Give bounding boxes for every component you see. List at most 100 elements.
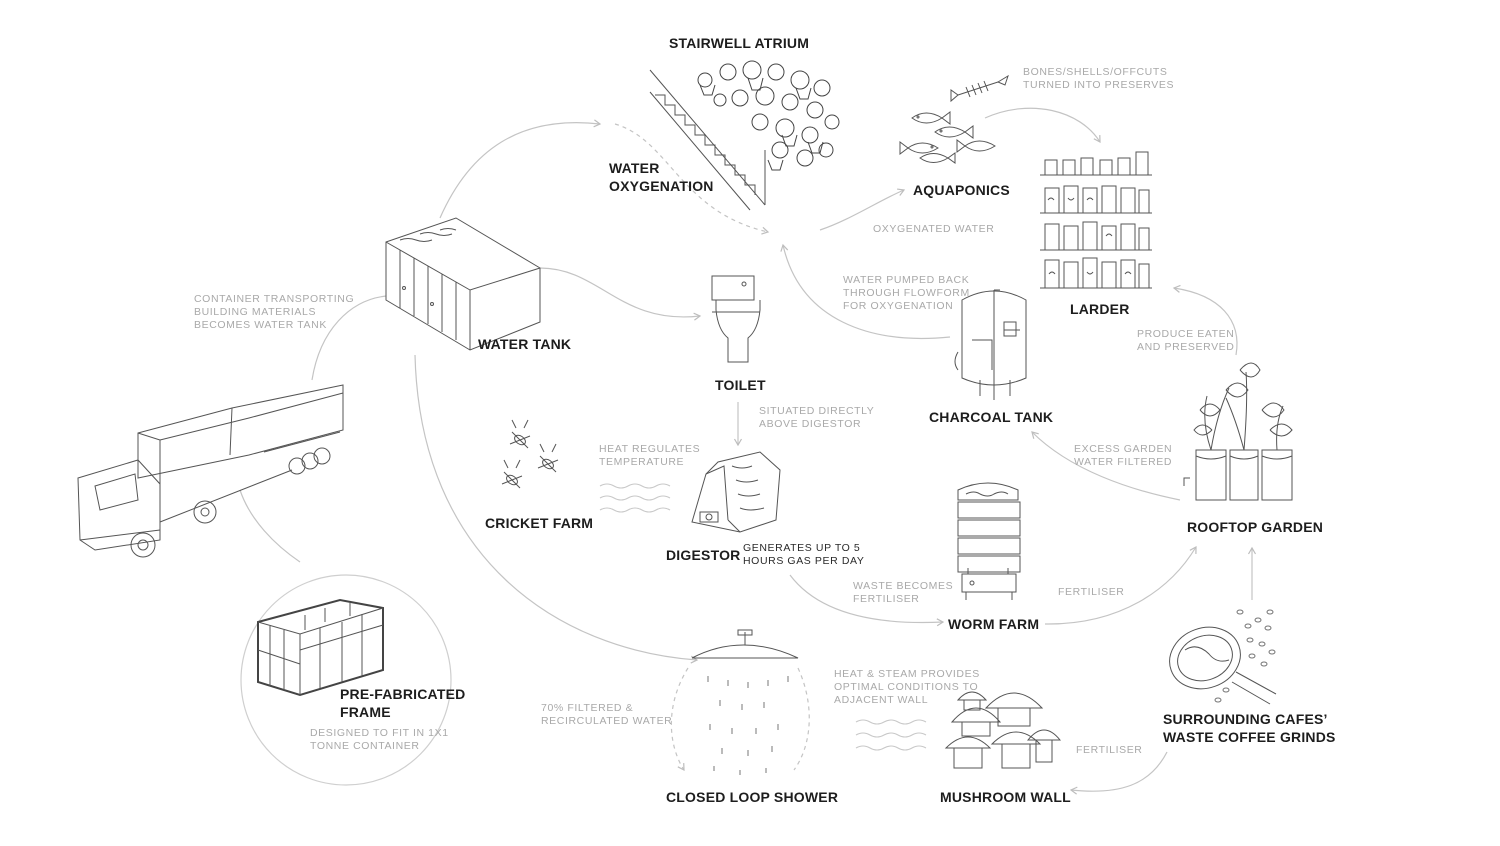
prefab-frame-illustration [240, 574, 452, 786]
note-situated-line1: SITUATED DIRECTLY [759, 405, 875, 417]
note-container-transport: CONTAINER TRANSPORTING BUILDING MATERIAL… [194, 293, 354, 332]
arrow-truck-to-tank [311, 295, 387, 381]
label-closed-loop-shower: CLOSED LOOP SHOWER [666, 789, 839, 805]
flow-arrows [239, 107, 1257, 795]
note-excess-garden-line1: EXCESS GARDEN [1074, 443, 1173, 455]
note-excess-garden-line2: WATER FILTERED [1074, 456, 1173, 468]
label-water-oxygenation-line2: OXYGENATION [609, 178, 714, 194]
arrow-tank-to-atrium [439, 119, 602, 219]
worm-farm-illustration [957, 482, 1021, 600]
label-digestor: DIGESTOR [666, 547, 741, 563]
rooftop-garden-illustration [1183, 362, 1293, 501]
note-heat-regulates-line1: HEAT REGULATES [599, 443, 701, 455]
note-bones: BONES/SHELLS/OFFCUTS TURNED INTO PRESERV… [1023, 66, 1174, 92]
note-fertiliser-worm: FERTILISER [1058, 586, 1125, 599]
digestor-illustration [691, 451, 781, 533]
note-water-pumped-line3: FOR OXYGENATION [843, 300, 954, 312]
label-water-oxygenation-line1: WATER [609, 160, 660, 176]
note-recirculated: 70% FILTERED & RECIRCULATED WATER [541, 702, 672, 728]
label-stairwell-atrium: STAIRWELL ATRIUM [669, 35, 810, 51]
note-oxygenated-water: OXYGENATED WATER [873, 223, 994, 236]
note-generates-line2: HOURS GAS PER DAY [743, 555, 865, 567]
fish-illustration [899, 111, 996, 164]
note-situated-line2: ABOVE DIGESTOR [759, 418, 862, 430]
note-oxygenated-water-line1: OXYGENATED WATER [873, 223, 995, 235]
fish-bone-icon [950, 74, 1009, 103]
arrow-garden-to-larder [1172, 284, 1238, 356]
water-tank-illustration [385, 217, 541, 351]
note-container-transport-line3: BECOMES WATER TANK [194, 319, 327, 331]
label-larder: LARDER [1070, 301, 1130, 317]
label-prefab-frame: PRE-FABRICATED FRAME [340, 685, 465, 721]
heat-waves-shower [855, 719, 927, 751]
note-produce-line2: AND PRESERVED [1137, 341, 1235, 353]
mushroom-wall-illustration [944, 691, 1062, 769]
note-heat-regulates: HEAT REGULATES TEMPERATURE [599, 443, 700, 469]
arrow-garden-to-charcoal [1031, 431, 1181, 501]
label-coffee-grinds: SURROUNDING CAFES’ WASTE COFFEE GRINDS [1163, 710, 1336, 746]
note-fertiliser-coffee-line1: FERTILISER [1076, 744, 1143, 756]
cricket-illustration [501, 419, 559, 489]
stairwell-illustration [649, 60, 840, 211]
note-water-pumped: WATER PUMPED BACK THROUGH FLOWFORM FOR O… [843, 274, 970, 313]
note-produce: PRODUCE EATEN AND PRESERVED [1137, 328, 1234, 354]
toilet-illustration [711, 275, 761, 363]
note-container-transport-line1: CONTAINER TRANSPORTING [194, 293, 355, 305]
label-charcoal-tank: CHARCOAL TANK [929, 409, 1054, 425]
note-fertiliser-worm-line1: FERTILISER [1058, 586, 1125, 598]
arrow-tank-to-toilet [539, 267, 702, 321]
arrow-tank-to-shower [414, 354, 699, 664]
note-container-transport-line2: BUILDING MATERIALS [194, 306, 317, 318]
charcoal-tank-illustration [954, 289, 1027, 400]
note-heat-regulates-line2: TEMPERATURE [599, 456, 685, 468]
note-heat-steam-line1: HEAT & STEAM PROVIDES [834, 668, 980, 680]
note-water-pumped-line2: THROUGH FLOWFORM [843, 287, 970, 299]
label-coffee-grinds-line1: SURROUNDING CAFES’ [1163, 711, 1328, 727]
truck-illustration [77, 384, 344, 558]
label-prefab-frame-line1: PRE-FABRICATED [340, 686, 466, 702]
coffee-grinds-illustration [1169, 609, 1277, 705]
label-worm-farm: WORM FARM [948, 616, 1040, 632]
note-waste-fertiliser: WASTE BECOMES FERTILISER [853, 580, 953, 606]
shower-dash-right [793, 667, 810, 771]
note-designed-fit: DESIGNED TO FIT IN 1X1 TONNE CONTAINER [310, 727, 449, 753]
label-coffee-grinds-line2: WASTE COFFEE GRINDS [1163, 729, 1336, 745]
arrow-aquaponics-to-larder [984, 107, 1101, 144]
larder-illustration [1040, 151, 1152, 289]
note-designed-fit-line1: DESIGNED TO FIT IN 1X1 [310, 727, 449, 739]
label-rooftop-garden: ROOFTOP GARDEN [1187, 519, 1324, 535]
shower-illustration [691, 629, 799, 775]
arrow-coffee-to-mushroom [1069, 751, 1168, 795]
note-heat-steam-line3: ADJACENT WALL [834, 694, 929, 706]
note-bones-line1: BONES/SHELLS/OFFCUTS [1023, 66, 1168, 78]
note-waste-fertiliser-line1: WASTE BECOMES [853, 580, 954, 592]
label-mushroom-wall: MUSHROOM WALL [940, 789, 1071, 805]
label-water-oxygenation: WATER OXYGENATION [609, 159, 714, 195]
note-recirculated-line1: 70% FILTERED & [541, 702, 634, 714]
label-prefab-frame-line2: FRAME [340, 704, 391, 720]
note-fertiliser-coffee: FERTILISER [1076, 744, 1143, 757]
note-heat-steam-line2: OPTIMAL CONDITIONS TO [834, 681, 979, 693]
arrow-truck-to-frame [239, 489, 301, 563]
note-heat-steam: HEAT & STEAM PROVIDES OPTIMAL CONDITIONS… [834, 668, 980, 707]
note-designed-fit-line2: TONNE CONTAINER [310, 740, 420, 752]
label-cricket-farm: CRICKET FARM [485, 515, 594, 531]
note-water-pumped-line1: WATER PUMPED BACK [843, 274, 970, 286]
arrow-worm-to-garden [1044, 545, 1197, 625]
note-situated: SITUATED DIRECTLY ABOVE DIGESTOR [759, 405, 874, 431]
label-water-tank: WATER TANK [478, 336, 572, 352]
label-aquaponics: AQUAPONICS [913, 182, 1010, 198]
label-toilet: TOILET [715, 377, 766, 393]
note-waste-fertiliser-line2: FERTILISER [853, 593, 920, 605]
note-generates-line1: GENERATES UP TO 5 [743, 542, 861, 554]
arrow-charcoal-to-atrium [780, 243, 951, 340]
note-recirculated-line2: RECIRCULATED WATER [541, 715, 673, 727]
note-bones-line2: TURNED INTO PRESERVES [1023, 79, 1175, 91]
note-excess-garden: EXCESS GARDEN WATER FILTERED [1074, 443, 1172, 469]
note-generates: GENERATES UP TO 5 HOURS GAS PER DAY [743, 542, 864, 568]
arrow-oxygenation-dashed [614, 123, 770, 235]
shower-dash-left [670, 667, 689, 772]
arrow-atrium-to-aquaponics [819, 188, 906, 231]
arrow-digestor-to-worm [789, 574, 945, 627]
